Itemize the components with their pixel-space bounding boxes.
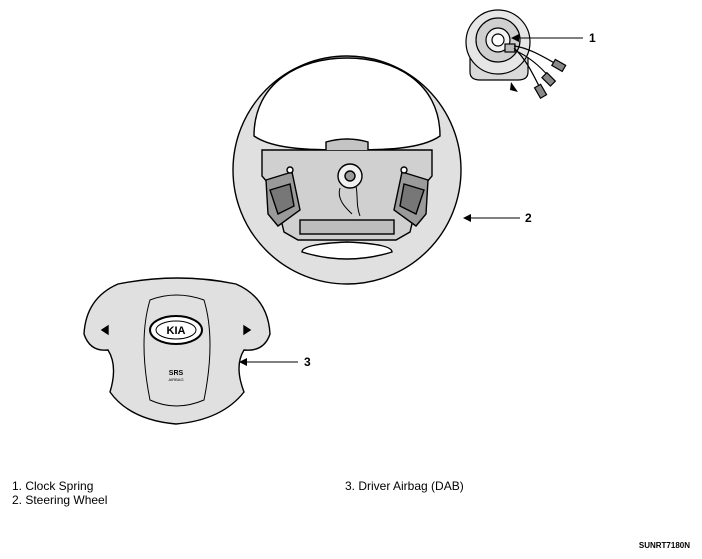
legend-item-clock-spring: 1. Clock Spring bbox=[12, 479, 94, 493]
callout-2: 2 bbox=[525, 211, 532, 225]
legend-right: 3. Driver Airbag (DAB) bbox=[345, 479, 464, 493]
clock-spring bbox=[465, 9, 567, 100]
callout-1: 1 bbox=[589, 31, 596, 45]
airbag-logo-text: KIA bbox=[167, 325, 186, 337]
legend-item-driver-airbag: 3. Driver Airbag (DAB) bbox=[345, 479, 464, 493]
figure-code: SUNRT7180N bbox=[638, 541, 690, 550]
callout-3: 3 bbox=[304, 355, 311, 369]
legend-left: 1. Clock Spring 2. Steering Wheel bbox=[12, 479, 107, 507]
legend-item-steering-wheel: 2. Steering Wheel bbox=[12, 493, 108, 507]
airbag-sub-text: AIRBAG bbox=[168, 377, 183, 382]
steering-wheel bbox=[232, 55, 462, 285]
driver-airbag bbox=[83, 277, 271, 425]
airbag-srs-text: SRS bbox=[169, 370, 184, 377]
